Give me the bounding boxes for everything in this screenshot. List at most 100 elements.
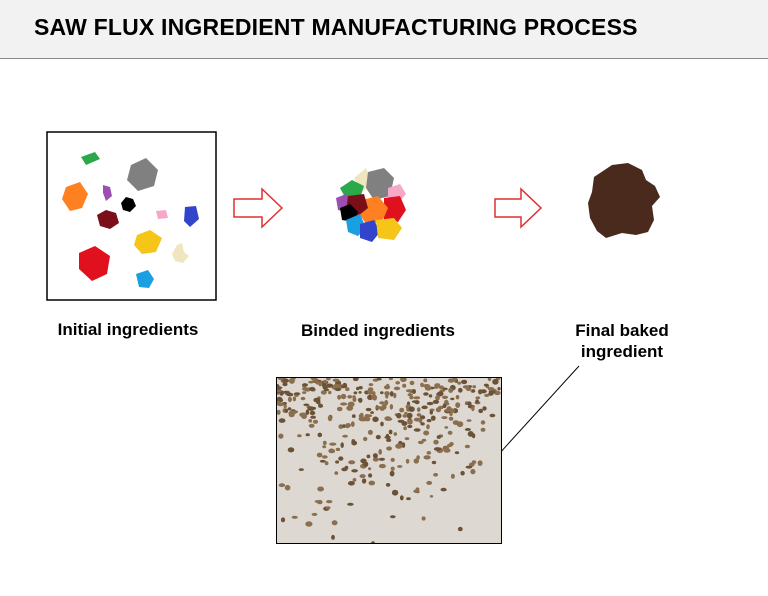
granule — [400, 378, 407, 383]
granule — [367, 429, 373, 435]
granule — [457, 526, 463, 532]
granule — [329, 442, 337, 446]
granule — [277, 400, 282, 406]
granule — [407, 424, 413, 429]
granule — [301, 413, 308, 419]
granule — [352, 478, 357, 482]
granule — [404, 437, 410, 441]
granule — [284, 408, 288, 413]
granule — [310, 415, 316, 419]
granule — [391, 489, 399, 496]
granule — [429, 495, 434, 498]
granule — [449, 408, 456, 413]
granule — [448, 387, 454, 393]
granule — [467, 401, 472, 406]
granule — [488, 392, 494, 396]
granule — [432, 399, 440, 404]
granule — [423, 378, 428, 383]
granule — [277, 378, 283, 380]
granule — [286, 392, 294, 397]
granule — [287, 396, 292, 403]
granule — [333, 383, 340, 389]
granule — [335, 447, 341, 452]
granule — [416, 455, 420, 460]
granule — [345, 387, 350, 392]
granule — [417, 440, 424, 445]
ingredient-piece — [156, 210, 168, 219]
granule — [322, 445, 327, 449]
granule — [332, 378, 340, 382]
granule — [395, 381, 400, 385]
granule — [359, 474, 366, 479]
page-title: SAW FLUX INGREDIENT MANUFACTURING PROCES… — [34, 14, 638, 40]
initial-ingredients-pieces — [62, 152, 199, 288]
granule — [342, 424, 346, 428]
granule — [388, 429, 393, 435]
granule — [283, 404, 287, 409]
granule — [454, 451, 460, 455]
granule — [471, 389, 476, 393]
granule — [317, 486, 324, 492]
granule — [288, 378, 295, 384]
granule — [340, 442, 344, 448]
granule — [347, 502, 354, 506]
granule — [345, 423, 350, 429]
granule — [310, 378, 318, 381]
granule — [287, 447, 295, 453]
granule — [302, 391, 307, 394]
granule — [401, 421, 408, 426]
granule — [321, 382, 327, 388]
granule — [482, 406, 487, 411]
granule — [325, 506, 331, 510]
granule — [428, 394, 433, 398]
granule — [358, 397, 363, 403]
granule — [393, 386, 401, 391]
ingredient-piece — [172, 243, 189, 263]
granule — [426, 480, 433, 485]
granule — [284, 484, 291, 491]
granule — [384, 399, 389, 406]
granule — [433, 473, 439, 477]
granule — [396, 412, 402, 419]
granule — [326, 378, 331, 381]
granule — [441, 395, 449, 399]
granule — [395, 443, 403, 449]
granule — [411, 400, 419, 403]
granule — [366, 454, 371, 459]
granule — [370, 411, 374, 414]
granule — [370, 395, 377, 400]
granule — [319, 459, 326, 463]
granule — [442, 403, 447, 409]
granule — [464, 444, 470, 449]
granule-pile — [277, 378, 501, 543]
granule — [393, 432, 398, 436]
granule — [351, 469, 358, 473]
granule — [351, 439, 356, 444]
granule — [311, 512, 318, 516]
granule — [438, 385, 445, 390]
granule — [297, 434, 302, 438]
ingredient-piece — [360, 220, 380, 242]
granule — [356, 386, 360, 391]
granule — [328, 448, 335, 454]
granule — [368, 473, 373, 478]
granule — [465, 465, 473, 469]
granule — [444, 426, 449, 429]
granule — [458, 387, 463, 393]
granule — [316, 401, 320, 405]
granule — [346, 405, 354, 411]
granule — [312, 419, 319, 424]
process-arrow-1 — [233, 187, 284, 229]
ingredient-piece — [184, 206, 199, 227]
granule — [353, 391, 358, 395]
ingredient-piece — [103, 185, 112, 201]
granule — [435, 383, 441, 387]
granule — [426, 451, 432, 455]
ingredient-piece — [81, 152, 100, 165]
granule — [277, 389, 282, 393]
granule — [384, 435, 391, 439]
granule — [358, 413, 363, 419]
granule — [302, 383, 308, 387]
granule — [338, 424, 344, 429]
